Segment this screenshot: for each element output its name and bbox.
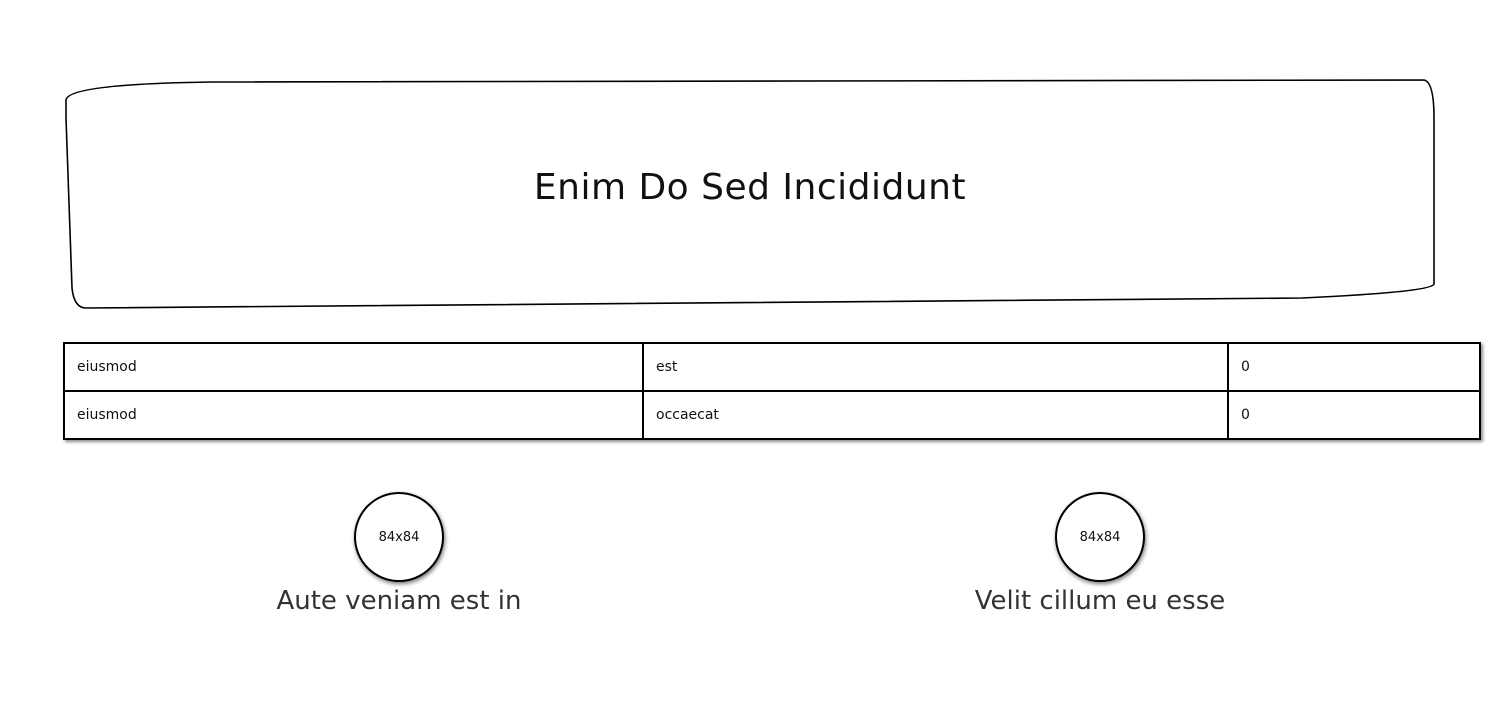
header-box: Enim Do Sed Incididunt xyxy=(62,78,1438,312)
table-cell: eiusmod xyxy=(63,390,644,440)
profile-caption: Aute veniam est in xyxy=(276,586,522,616)
table-row: eiusmod est 0 xyxy=(63,342,1481,392)
table-cell: 0 xyxy=(1227,342,1481,392)
profile-card: 84x84 Velit cillum eu esse xyxy=(950,492,1250,618)
avatar: 84x84 xyxy=(1055,492,1145,582)
profile-caption: Velit cillum eu esse xyxy=(974,586,1226,616)
page-title: Enim Do Sed Incididunt xyxy=(533,167,967,208)
data-table: eiusmod est 0 eiusmod occaecat 0 xyxy=(63,342,1481,440)
header-box-outline xyxy=(65,79,1435,309)
table-cell: occaecat xyxy=(642,390,1229,440)
table-cell: est xyxy=(642,342,1229,392)
profile-card: 84x84 Aute veniam est in xyxy=(249,492,549,618)
table-cell: eiusmod xyxy=(63,342,644,392)
avatar: 84x84 xyxy=(354,492,444,582)
table-cell: 0 xyxy=(1227,390,1481,440)
table-row: eiusmod occaecat 0 xyxy=(63,390,1481,440)
